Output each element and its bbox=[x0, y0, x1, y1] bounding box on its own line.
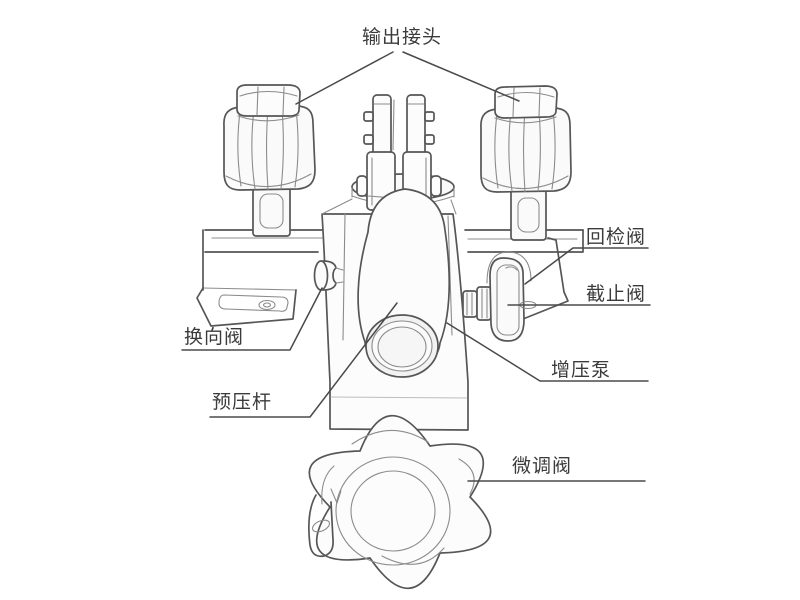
preload-rod-tube bbox=[357, 188, 451, 378]
leader-booster-pump bbox=[446, 322, 649, 382]
label-reversing-valve: 换向阀 bbox=[184, 327, 245, 348]
reversing-valve-knob bbox=[313, 260, 344, 291]
label-output-connector: 输出接头 bbox=[362, 27, 443, 48]
leader-output-right bbox=[402, 51, 520, 102]
leader-return-check-valve bbox=[524, 247, 649, 285]
leader-reversing-valve bbox=[181, 287, 323, 351]
label-shutoff-valve: 截止阀 bbox=[586, 284, 647, 305]
base-frame bbox=[196, 229, 584, 327]
fine-adjustment-knob bbox=[308, 414, 492, 590]
output-connector-right bbox=[480, 85, 572, 241]
output-connector-left bbox=[223, 84, 316, 237]
label-fine-adjustment-valve: 微调阀 bbox=[512, 456, 573, 477]
label-booster-pump: 增压泵 bbox=[551, 360, 612, 381]
leader-preload-rod bbox=[209, 302, 398, 418]
label-preload-rod: 预压杆 bbox=[212, 392, 273, 413]
leader-lines bbox=[181, 51, 651, 482]
label-return-check-valve: 回检阀 bbox=[586, 227, 647, 248]
shutoff-valve-knob bbox=[462, 257, 537, 342]
leader-output-left bbox=[295, 51, 394, 105]
